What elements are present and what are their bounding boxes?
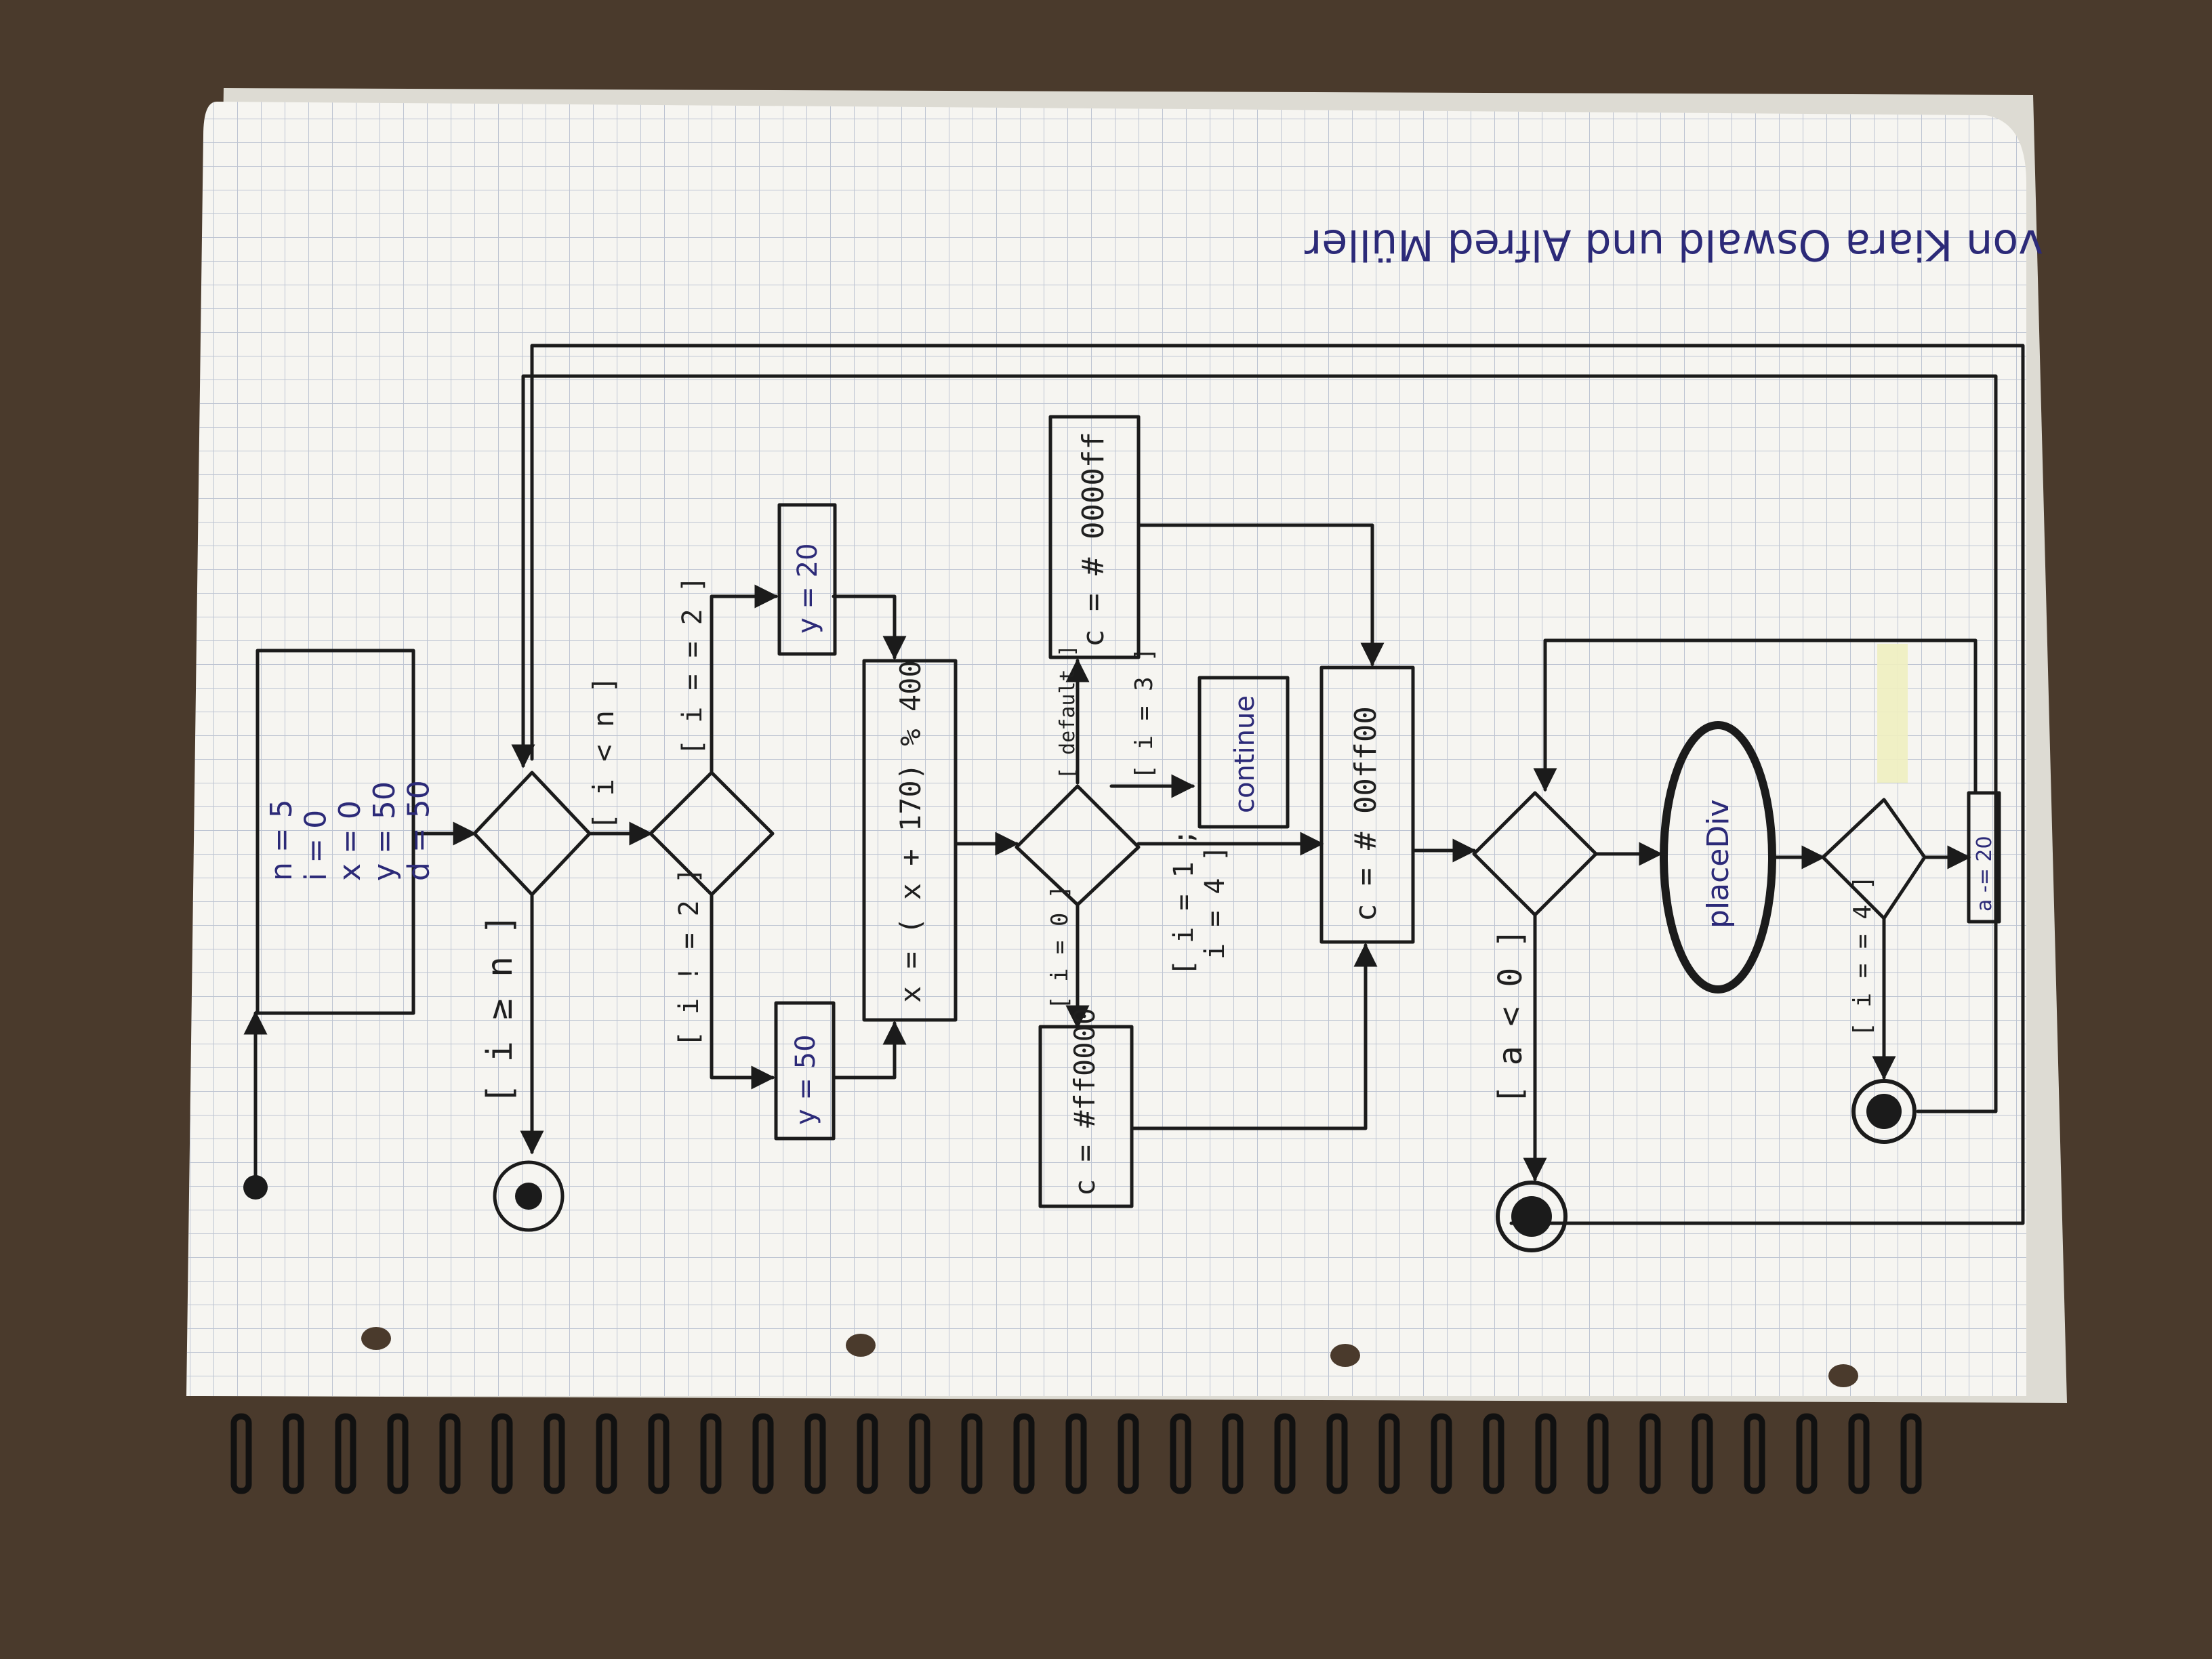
action-x-update xyxy=(862,659,958,1022)
spiral-ring xyxy=(491,1413,513,1494)
spiral-ring xyxy=(909,1413,930,1494)
edges xyxy=(243,344,2025,1225)
guard-i-lt-n: [ i < n ] xyxy=(587,676,620,830)
spiral-ring xyxy=(1431,1413,1452,1494)
spiral-ring xyxy=(1170,1413,1191,1494)
initial-node xyxy=(243,1175,268,1200)
action-y-20-label: y = 20 xyxy=(792,543,823,634)
decision-i-eq-4 xyxy=(1821,798,1927,920)
guard-a-lt-0: [ a < 0 ] xyxy=(1492,928,1530,1105)
guard-i-eq-4: [ i = = 4 ] xyxy=(1849,876,1877,1037)
action-c-blue-label: c = # 0000ff xyxy=(1076,432,1111,647)
spiral-ring xyxy=(335,1413,356,1494)
spiral-ring xyxy=(961,1413,983,1494)
decision-a-lt-0 xyxy=(1472,791,1598,917)
punch-holes xyxy=(361,1327,1858,1387)
action-x-update-label: x = ( x + 170) % 400 xyxy=(894,660,927,1003)
spiral-ring xyxy=(283,1413,304,1494)
final-node-1 xyxy=(493,1160,565,1232)
action-continue-label: continue xyxy=(1229,695,1261,813)
spiral-ring xyxy=(1535,1413,1557,1494)
guard-i-eq-1-4: [ i = 1 ; i = 4 ] xyxy=(1168,829,1231,976)
decision-switch xyxy=(1015,784,1141,907)
action-c-red xyxy=(1038,1025,1134,1208)
spiral-binding xyxy=(230,1413,1922,1494)
action-a-update xyxy=(1967,791,2001,924)
final-node-3 xyxy=(1496,1181,1568,1252)
final-node-2 xyxy=(1851,1079,1917,1144)
spiral-ring xyxy=(1378,1413,1400,1494)
spiral-ring xyxy=(1744,1413,1765,1494)
spiral-ring xyxy=(439,1413,461,1494)
action-c-red-label: c = #ff0000 xyxy=(1068,1008,1101,1196)
spiral-ring xyxy=(1796,1413,1818,1494)
spiral-ring xyxy=(1013,1413,1035,1494)
action-c-green xyxy=(1319,665,1415,944)
guard-i-eq-2: [ i = = 2 ] xyxy=(677,576,708,756)
grid-lines xyxy=(186,102,2026,1396)
spiral-ring xyxy=(804,1413,826,1494)
action-c-green-label: c = # 00ff00 xyxy=(1349,706,1383,922)
action-y-50-label: y = 50 xyxy=(790,1034,821,1125)
init-action xyxy=(255,649,415,1015)
action-y-50 xyxy=(774,1001,836,1141)
spiral-ring xyxy=(1065,1413,1087,1494)
spiral-ring xyxy=(1587,1413,1609,1494)
guard-i-ne-2: [ i ! = 2 ] xyxy=(674,867,705,1047)
action-c-blue xyxy=(1048,415,1141,659)
spiral-ring xyxy=(1900,1413,1922,1494)
decision-i-eq-2 xyxy=(649,771,775,897)
spiral-ring xyxy=(700,1413,722,1494)
spiral-ring xyxy=(1848,1413,1870,1494)
spiral-ring xyxy=(752,1413,774,1494)
spiral-ring xyxy=(230,1413,252,1494)
spiral-ring xyxy=(1326,1413,1348,1494)
guard-i-eq-0: [ i = 0 ] xyxy=(1046,885,1073,1010)
guard-i-eq-3: [ i = 3 ] xyxy=(1130,647,1158,779)
action-continue xyxy=(1197,676,1290,829)
spiral-ring xyxy=(387,1413,409,1494)
spiral-ring xyxy=(1692,1413,1713,1494)
init-label: n = 5i = 0x = 0y = 50d = 50 xyxy=(264,780,436,881)
author-note: von Kiara Oswald und Alfred Müller xyxy=(1304,220,2043,270)
action-place-div-label: placeDiv xyxy=(1701,799,1736,928)
spiral-ring xyxy=(544,1413,565,1494)
decision-loop xyxy=(472,771,592,897)
spiral-ring xyxy=(1222,1413,1244,1494)
action-a-update-label: a -= 20 xyxy=(1973,836,1996,912)
spiral-ring xyxy=(1274,1413,1296,1494)
guard-i-ge-n: [ i ≥ n ] xyxy=(480,914,520,1105)
spiral-ring xyxy=(596,1413,617,1494)
spiral-ring xyxy=(1483,1413,1504,1494)
spiral-ring xyxy=(1118,1413,1139,1494)
spiral-ring xyxy=(857,1413,878,1494)
action-place-div xyxy=(1660,721,1776,994)
guard-default: [ default ] xyxy=(1056,644,1080,779)
tape-strip xyxy=(1877,644,1908,783)
spiral-ring xyxy=(648,1413,670,1494)
spiral-ring xyxy=(1639,1413,1661,1494)
action-y-20 xyxy=(777,503,837,656)
